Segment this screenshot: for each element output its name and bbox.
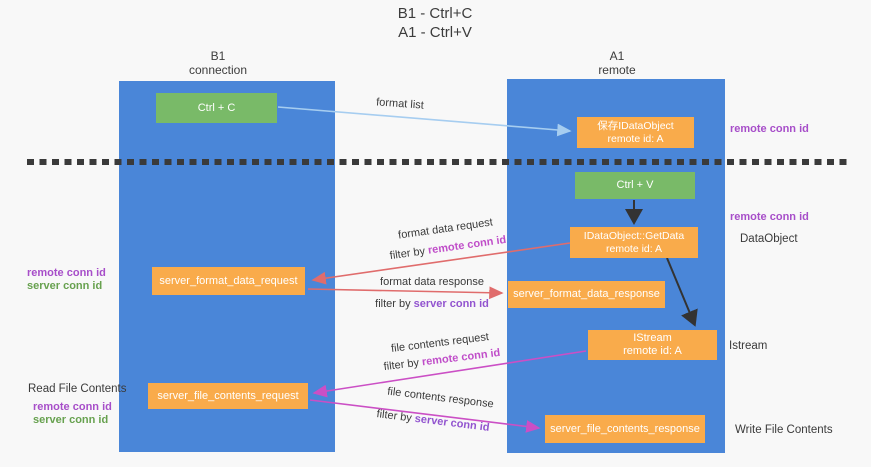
annotation-remote-conn-id-top-left: remote conn id [27, 267, 106, 279]
node-istream-line2: remote id: A [623, 345, 682, 357]
annotation-remote-conn-id-mid-right: remote conn id [730, 211, 809, 223]
annotation-server-conn-id-top-left: server conn id [27, 280, 103, 292]
diagram-title-line2: A1 - Ctrl+V [398, 24, 472, 41]
node-server-file-contents-request-label: server_file_contents_request [157, 389, 299, 402]
node-server-format-data-request: server_format_data_request [152, 267, 305, 295]
label-filter-by-3: filter by [383, 356, 423, 374]
label-server-conn-id-1: server conn id [413, 298, 489, 310]
label-remote-conn-id-2: remote conn id [421, 346, 501, 369]
label-filter-by-2: filter by [375, 298, 414, 310]
node-ctrl-c: Ctrl + C [156, 93, 277, 123]
node-save-idataobject-line2: remote id: A [607, 132, 664, 145]
lane-b1-title: B1 [210, 49, 226, 63]
node-server-format-data-response: server_format_data_response [508, 281, 665, 308]
label-filter-by-1: filter by [389, 244, 429, 263]
label-format-list: format list [375, 96, 425, 112]
label-server-conn-id-2: server conn id [414, 412, 491, 434]
label-filter-server-1: filter by server conn id [367, 298, 497, 310]
label-file-contents-response: file contents response [386, 385, 495, 411]
node-save-idataobject-line1: 保存IDataObject [597, 119, 674, 132]
node-istream: IStream remote id: A [588, 330, 717, 360]
annotation-read-file-contents: Read File Contents [28, 383, 127, 395]
arrow-format-data-response [307, 286, 504, 300]
node-server-file-contents-request: server_file_contents_request [148, 383, 308, 409]
annotation-server-conn-id-bottom-left: server conn id [33, 414, 109, 426]
node-server-format-data-request-label: server_format_data_request [159, 274, 298, 287]
label-filter-server-2: filter by server conn id [368, 407, 498, 435]
annotation-istream: Istream [729, 340, 768, 352]
annotation-dataobject: DataObject [740, 233, 798, 245]
annotation-write-file-contents: Write File Contents [735, 424, 833, 436]
annotation-remote-conn-id-bottom-left: remote conn id [33, 401, 112, 413]
node-server-file-contents-response-label: server_file_contents_response [550, 422, 700, 435]
node-istream-line1: IStream [633, 332, 672, 344]
label-filter-by-4: filter by [375, 408, 416, 425]
lane-a1-title: A1 [609, 49, 625, 63]
node-idataobject-getdata: IDataObject::GetData remote id: A [570, 227, 698, 258]
node-ctrl-v-label: Ctrl + V [616, 179, 654, 191]
label-remote-conn-id-1: remote conn id [427, 233, 507, 257]
node-ctrl-v: Ctrl + V [575, 172, 695, 199]
node-ctrl-c-label: Ctrl + C [197, 101, 236, 114]
label-format-data-response: format data response [380, 276, 484, 288]
node-save-idataobject: 保存IDataObject remote id: A [577, 117, 694, 148]
node-server-format-data-response-label: server_format_data_response [513, 288, 660, 300]
lane-header-b1: B1 connection [148, 49, 288, 77]
diagram-title: B1 - Ctrl+C A1 - Ctrl+V [300, 4, 570, 42]
diagram-title-line1: B1 - Ctrl+C [397, 5, 473, 22]
lane-b1-subtitle: connection [188, 63, 248, 77]
lane-header-a1: A1 remote [547, 49, 687, 77]
annotation-remote-conn-id-top-right: remote conn id [730, 123, 809, 135]
node-idataobject-getdata-line2: remote id: A [605, 242, 663, 255]
lane-a1-subtitle: remote [598, 63, 636, 77]
node-server-file-contents-response: server_file_contents_response [545, 415, 705, 443]
node-idataobject-getdata-line1: IDataObject::GetData [583, 229, 685, 242]
